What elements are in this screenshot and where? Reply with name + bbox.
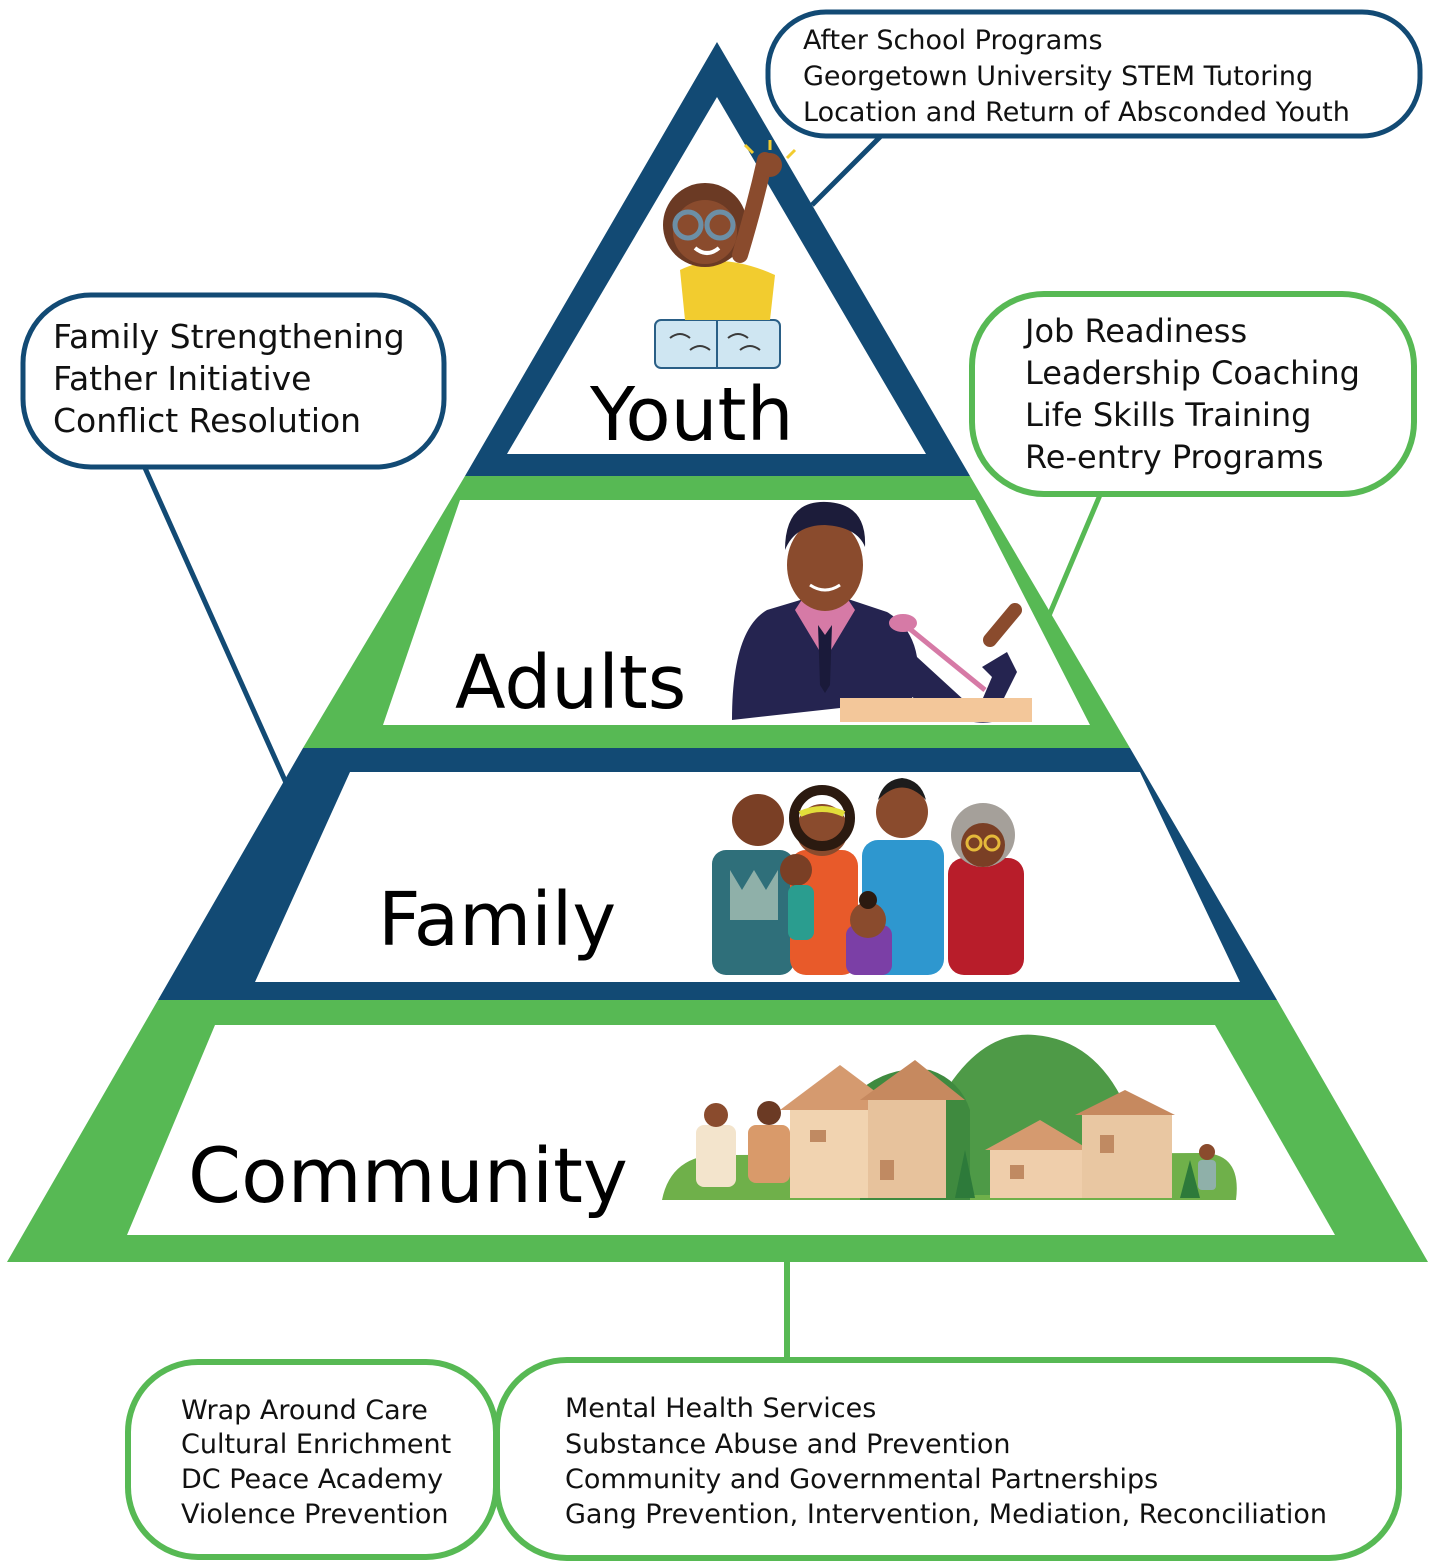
youth-callout-line-2: Georgetown University STEM Tutoring (803, 61, 1313, 92)
family-callout-line-1: Family Strengthening (53, 317, 405, 356)
family-callout: Family Strengthening Father Initiative C… (20, 292, 447, 470)
community-right-line-2: Substance Abuse and Prevention (565, 1429, 1010, 1460)
multigenerational-family-illustration (712, 778, 1024, 975)
community-left-line-1: Wrap Around Care (181, 1395, 428, 1426)
youth-connector (810, 133, 884, 207)
community-right-line-4: Gang Prevention, Intervention, Mediation… (565, 1499, 1327, 1530)
community-callout-right-bubble (494, 1357, 1402, 1561)
youth-callout-line-1: After School Programs (803, 25, 1103, 56)
village-houses-illustration (662, 1034, 1237, 1200)
tier-label-family: Family (378, 877, 616, 963)
family-callout-line-2: Father Initiative (53, 359, 311, 398)
adults-callout-bubble (969, 291, 1417, 497)
adults-callout: Job Readiness Leadership Coaching Life S… (969, 291, 1417, 497)
tier-label-adults: Adults (455, 640, 686, 726)
adults-callout-line-1: Job Readiness (1023, 312, 1247, 350)
tier-label-youth: Youth (589, 372, 793, 458)
adults-callout-line-2: Leadership Coaching (1025, 354, 1360, 392)
student-raising-hand-illustration (654, 140, 797, 369)
community-callout-right: Mental Health Services Substance Abuse a… (494, 1357, 1402, 1561)
youth-callout-line-3: Location and Return of Absconded Youth (803, 97, 1350, 128)
community-left-line-2: Cultural Enrichment (181, 1429, 451, 1460)
tier-label-community: Community (188, 1131, 628, 1220)
speaker-at-podium-illustration (732, 501, 1032, 723)
connector-lines (142, 133, 1103, 1360)
youth-callout: After School Programs Georgetown Univers… (765, 9, 1423, 139)
adults-callout-line-4: Re-entry Programs (1025, 438, 1324, 476)
community-left-line-4: Violence Prevention (181, 1499, 449, 1530)
community-left-line-3: DC Peace Academy (181, 1464, 443, 1495)
family-connector (142, 466, 290, 787)
family-callout-line-3: Conflict Resolution (53, 401, 361, 440)
community-right-line-1: Mental Health Services (565, 1393, 876, 1424)
community-right-line-3: Community and Governmental Partnerships (565, 1464, 1158, 1495)
family-callout-bubble (20, 292, 447, 470)
adults-connector (1045, 494, 1103, 619)
youth-callout-bubble (765, 9, 1423, 139)
community-callout-left: Wrap Around Care Cultural Enrichment DC … (125, 1359, 499, 1560)
adults-callout-line-3: Life Skills Training (1025, 396, 1311, 434)
